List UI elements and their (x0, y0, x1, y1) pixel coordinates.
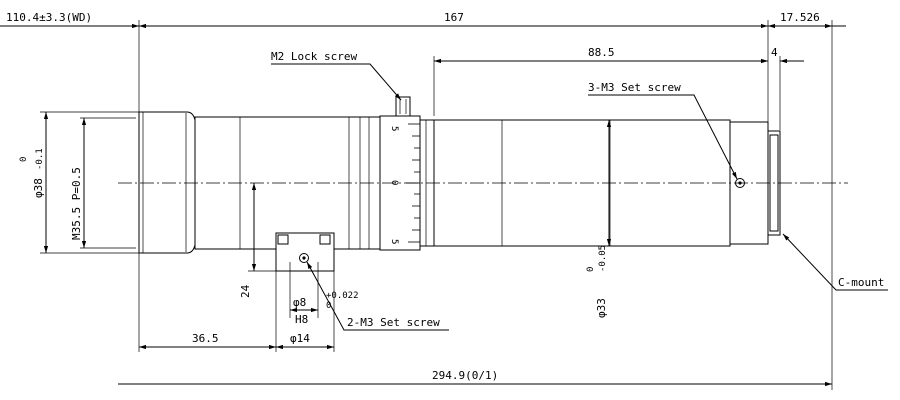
mount-step-label: 4 (771, 46, 778, 59)
bracket-set-screw-leader (306, 261, 449, 331)
top-dimensions: 110.4±3.3(WD) 167 17.526 88.5 4 (0, 11, 846, 150)
c-mount-leader (782, 233, 888, 291)
total-length-label: 294.9(0/1) (432, 369, 498, 382)
lock-screw-knob (395, 96, 411, 117)
bracket-width-label: φ14 (290, 332, 310, 345)
total-length-dimension: 294.9(0/1) (118, 150, 833, 390)
c-mount-callout-label: C-mount (838, 276, 884, 289)
wd-dimension-label: 110.4±3.3(WD) (6, 11, 92, 24)
mounting-bracket (275, 232, 335, 272)
bracket-offset-label: 36.5 (192, 332, 219, 345)
lens-body: 5 0 5 (138, 96, 781, 272)
main-length-label: 167 (444, 11, 464, 24)
front-barrel (194, 116, 381, 250)
rear-set-screw-callout-label: 3-M3 Set screw (588, 81, 681, 94)
focus-scale-mark-bottom: 5 (389, 239, 399, 244)
callouts: M2 Lock screw 3-M3 Set screw 2-M3 Set sc… (271, 50, 888, 331)
front-thread-label: M35.5 P=0.5 (70, 167, 83, 240)
bracket-dimensions: 24 φ8 +0.022 0 H8 φ14 36.5 (138, 183, 359, 352)
front-hood (138, 111, 196, 254)
hole-fit-label: H8 (295, 313, 308, 326)
rear-length-label: 88.5 (588, 46, 615, 59)
rear-diameter-tol-upper: 0 (586, 267, 596, 272)
lock-screw-callout-label: M2 Lock screw (271, 50, 357, 63)
lock-screw-leader (271, 63, 402, 101)
bracket-set-screw-callout-label: 2-M3 Set screw (347, 316, 440, 329)
bracket-height-label: 24 (239, 284, 252, 298)
hole-tol-lower: 0 (326, 301, 331, 311)
rear-diameter-label: φ33 (595, 298, 608, 318)
rear-diameter-dimension: φ33 0 -0.05 (586, 120, 612, 318)
front-diameter-tol-upper: 0 (19, 157, 29, 162)
hole-diameter-label: φ8 (293, 296, 306, 309)
left-diameter-dimensions: φ38 0 -0.1 M35.5 P=0.5 (19, 111, 139, 254)
rear-set-screw-leader (588, 94, 738, 180)
front-diameter-tol-lower: -0.1 (35, 148, 45, 170)
focus-scale-mark-top: 5 (389, 126, 399, 131)
mount-length-label: 17.526 (780, 11, 820, 24)
hole-tol-upper: +0.022 (326, 291, 359, 301)
front-diameter-label: φ38 (32, 178, 45, 198)
bracket-set-screw-icon (299, 253, 309, 263)
rear-diameter-tol-lower: -0.05 (598, 245, 608, 272)
